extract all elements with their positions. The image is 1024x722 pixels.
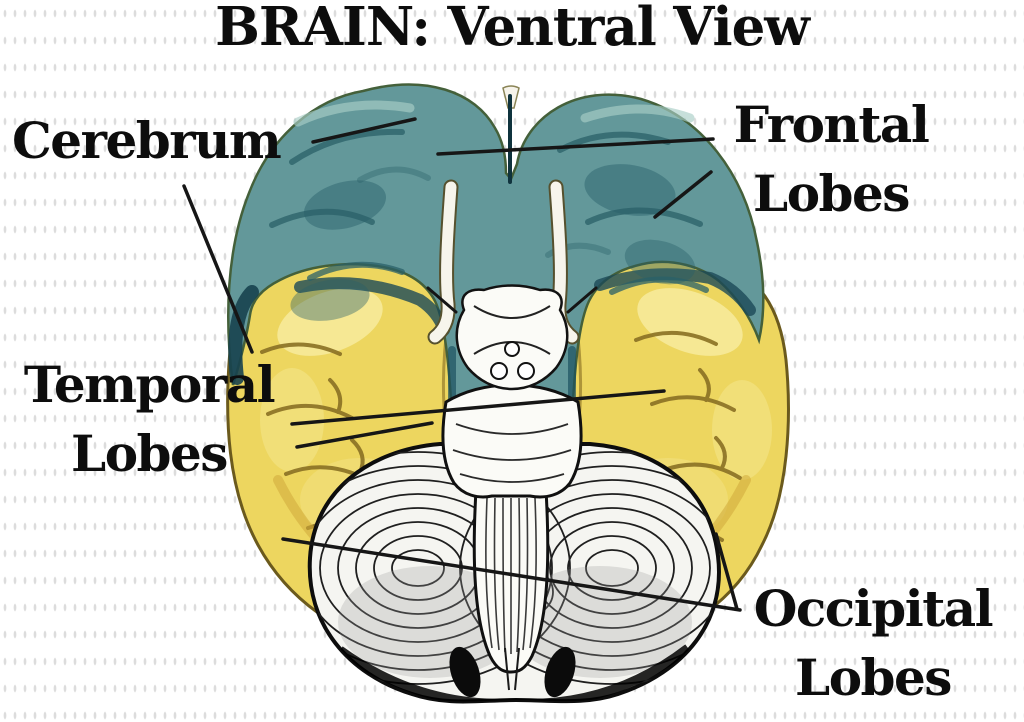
frontal-leader-line-1 [436,137,715,156]
label-occipital-lobes: Occipital Lobes [753,579,994,707]
cerebrum-leader-line-1 [311,117,417,144]
optic-chiasm-shape [455,284,569,391]
frontal-lobe-highlights [293,100,695,127]
mammillary-body-left [490,362,508,380]
cerebellar-notch-right [544,646,576,698]
mammillary-body-right [517,362,535,380]
pons-striations [452,423,572,483]
occipital-leader-line-2 [714,532,739,611]
label-frontal-lobes: Frontal Lobes [733,95,930,223]
cerebrum-frontal-region [227,83,765,465]
diagram-title: BRAIN: Ventral View [215,0,810,58]
olfactory-tract-left [429,181,457,343]
label-temporal-lobes: Temporal Lobes [23,355,276,483]
medulla-striations [485,497,537,654]
brainstem [426,284,598,691]
medulla-fissure [504,647,520,691]
cerebrum-leader-line-2 [182,184,254,354]
infundibulum [504,341,520,357]
frontal-lobes-shape [227,83,765,465]
label-cerebrum: Cerebrum [12,111,282,170]
frontal-lobe-shadows [228,268,756,434]
temporal-leader-line-2 [290,389,666,426]
optic-tract-wings [426,286,598,314]
frontal-leader-line-2 [653,170,713,219]
occipital-leader-line-1 [281,537,742,612]
leader-lines [182,117,742,612]
temporal-leader-line-1 [295,421,434,449]
cerebellar-notch-left [449,646,481,698]
